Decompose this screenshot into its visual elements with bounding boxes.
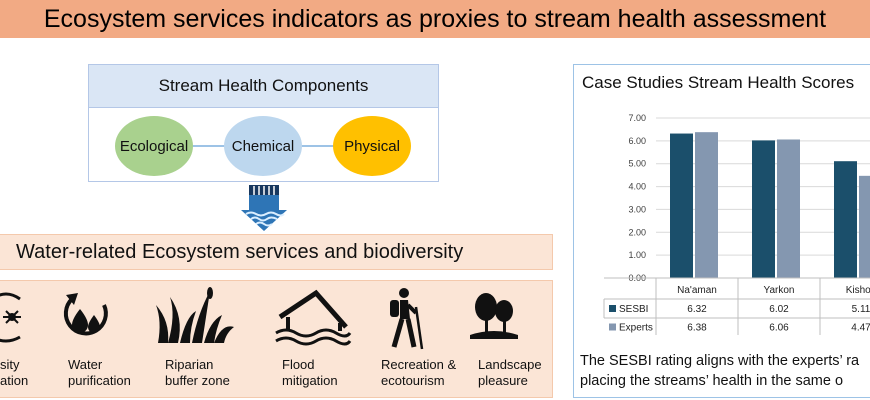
grass-icon [156,287,234,343]
category-label: Yarkon [764,285,795,296]
y-tick-label: 1.00 [628,250,646,260]
y-tick-label: 5.00 [628,159,646,169]
services-title-bar: Water-related Ecosystem services and bio… [0,234,553,270]
bar-experts [859,175,870,278]
y-tick-label: 3.00 [628,204,646,214]
water-drops-icon [63,293,108,336]
data-label: 4.47 [851,323,870,334]
recreation-label: Recreation &ecotourism [381,357,457,388]
legend-label-sesbi: SESBI [619,304,648,315]
y-tick-label: 4.00 [628,182,646,192]
data-label: 6.02 [769,304,789,315]
hiker-icon [390,288,424,350]
y-tick-label: 7.00 [628,113,646,123]
caption-line-1: The SESBI rating aligns with the experts… [580,353,860,369]
bar-sesbi [752,140,775,278]
connector-line [185,145,231,147]
data-label: 6.06 [769,323,789,334]
physical-circle: Physical [333,116,411,176]
chart-title: Case Studies Stream Health Scores [582,73,855,92]
title-banner: Ecosystem services indicators as proxies… [0,0,870,38]
flooded-house-icon [275,289,352,346]
legend-swatch-experts [609,323,616,331]
chemical-circle: Chemical [224,116,302,176]
data-label: 6.38 [687,323,707,334]
stream-health-components: Stream Health Components Ecological Chem… [88,64,439,182]
trees-icon [470,293,518,339]
physical-label: Physical [344,137,400,155]
ecological-label: Ecological [119,137,189,155]
y-tick-label: 2.00 [628,227,646,237]
page-title: Ecosystem services indicators as proxies… [43,4,827,33]
biodiversity-icon [0,292,21,343]
services-title: Water-related Ecosystem services and bio… [16,240,464,263]
connector-line [295,145,341,147]
caption-line-2: placing the streams’ health in the same … [580,373,844,389]
data-label: 5.11 [852,304,870,315]
chemical-label: Chemical [231,137,295,155]
data-label: 6.32 [687,304,707,315]
legend-swatch-sesbi [609,305,616,312]
category-label: Na'aman [677,285,717,296]
category-label: Kishon [846,285,870,296]
y-tick-label: 6.00 [628,136,646,146]
bar-sesbi [834,161,857,278]
chart-caption: The SESBI rating aligns with the experts… [580,351,859,391]
bar-experts [777,139,800,278]
components-title: Stream Health Components [89,65,438,108]
legend-label-experts: Experts [619,323,653,334]
bar-sesbi [670,133,693,278]
down-arrow-water-icon [241,185,287,231]
ecological-circle: Ecological [115,116,193,176]
bar-experts [695,132,718,278]
